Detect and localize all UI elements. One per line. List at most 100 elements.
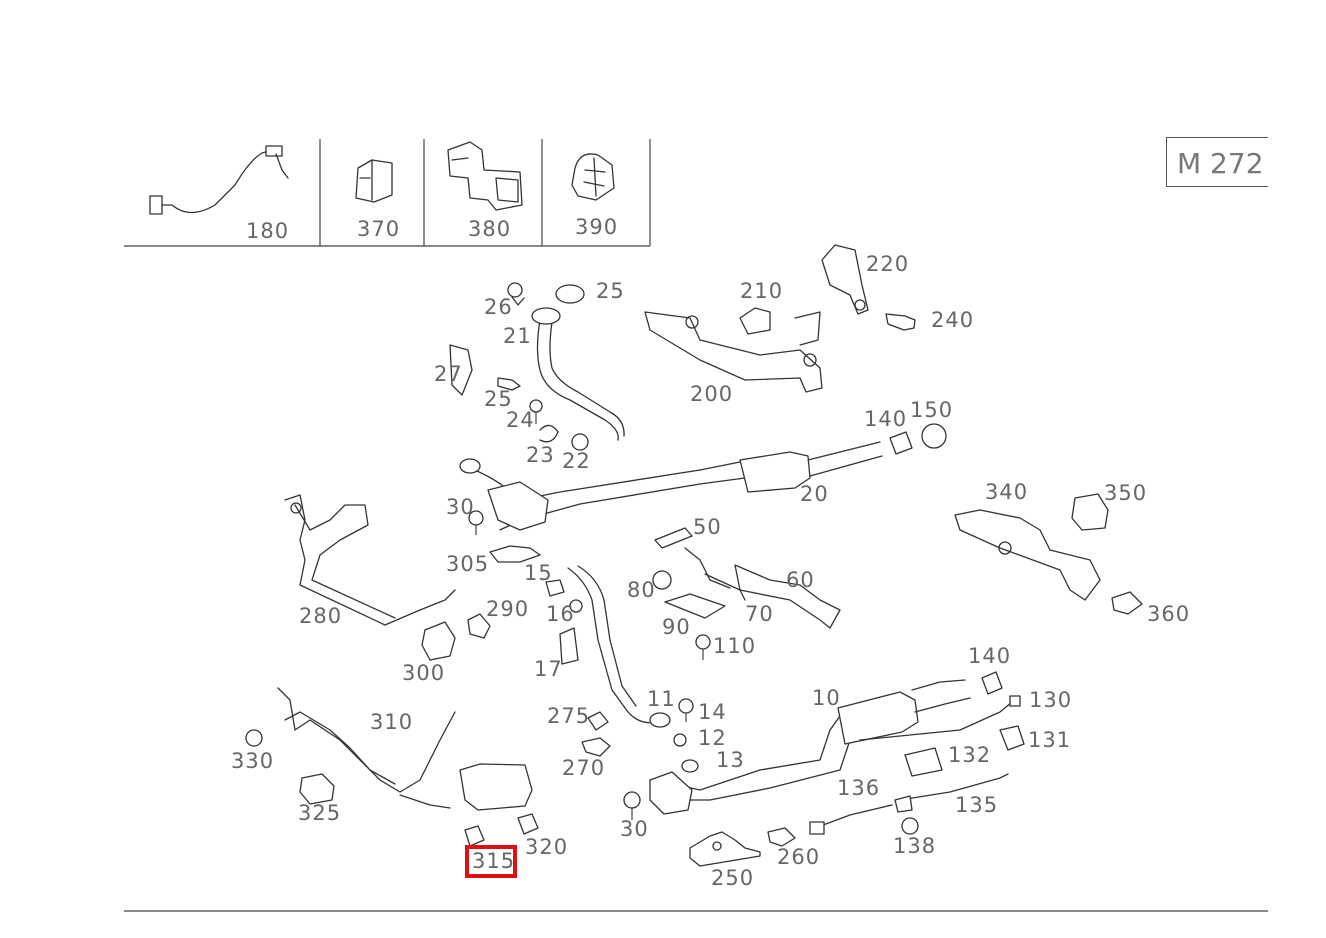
ring-22[interactable]: [571, 433, 589, 451]
label-10[interactable]: 10: [812, 686, 841, 710]
label-360[interactable]: 360: [1147, 602, 1191, 626]
gasket-90[interactable]: [664, 593, 726, 619]
bolt-330[interactable]: [245, 729, 263, 747]
label-275[interactable]: 275: [547, 704, 591, 728]
bracket-370[interactable]: [355, 159, 393, 203]
label-80[interactable]: 80: [627, 578, 656, 602]
bracket-325[interactable]: [299, 773, 335, 805]
bolt-240[interactable]: [885, 313, 916, 331]
label-200[interactable]: 200: [690, 382, 734, 406]
label-350[interactable]: 350: [1104, 481, 1148, 505]
bracket-380[interactable]: [447, 141, 523, 211]
label-90[interactable]: 90: [662, 615, 691, 639]
label-340[interactable]: 340: [985, 480, 1029, 504]
label-16[interactable]: 16: [546, 602, 575, 626]
label-20[interactable]: 20: [800, 482, 829, 506]
label-390[interactable]: 390: [575, 215, 619, 239]
label-220[interactable]: 220: [866, 252, 910, 276]
label-135[interactable]: 135: [955, 793, 999, 817]
label-250[interactable]: 250: [711, 866, 755, 890]
bracket-340[interactable]: [954, 509, 1101, 601]
bracket-27[interactable]: [449, 344, 473, 396]
bracket-70[interactable]: [704, 573, 746, 601]
label-70[interactable]: 70: [745, 602, 774, 626]
clip-315[interactable]: [464, 825, 485, 847]
label-270[interactable]: 270: [562, 756, 606, 780]
label-130[interactable]: 130: [1029, 688, 1073, 712]
bolt-24[interactable]: [529, 399, 543, 424]
label-370[interactable]: 370: [357, 217, 401, 241]
label-23[interactable]: 23: [526, 443, 555, 467]
catalytic-converter-10[interactable]: [649, 679, 971, 815]
label-50[interactable]: 50: [693, 515, 722, 539]
label-325[interactable]: 325: [298, 801, 342, 825]
clamp-210[interactable]: [739, 307, 771, 335]
label-14[interactable]: 14: [698, 700, 727, 724]
catalytic-converter-20[interactable]: [459, 441, 883, 531]
label-300[interactable]: 300: [402, 661, 446, 685]
label-138[interactable]: 138: [893, 834, 937, 858]
bracket-17[interactable]: [559, 627, 579, 665]
sensor-135[interactable]: [894, 773, 1009, 813]
label-131[interactable]: 131: [1028, 728, 1072, 752]
label-24[interactable]: 24: [506, 408, 535, 432]
label-136[interactable]: 136: [837, 776, 881, 800]
label-25[interactable]: 25: [596, 279, 625, 303]
label-30b[interactable]: 30: [620, 817, 649, 841]
nut-12[interactable]: [673, 733, 687, 747]
nut-26[interactable]: [507, 282, 525, 306]
flange-11[interactable]: [649, 712, 671, 728]
bolt-110[interactable]: [695, 634, 711, 660]
bracket-280[interactable]: [284, 494, 456, 626]
sensor-136[interactable]: [809, 804, 893, 835]
gasket-16[interactable]: [545, 579, 583, 613]
label-150[interactable]: 150: [910, 398, 954, 422]
bracket-270[interactable]: [581, 737, 611, 757]
bracket-220[interactable]: [821, 244, 869, 315]
label-290[interactable]: 290: [486, 597, 530, 621]
label-17[interactable]: 17: [534, 657, 563, 681]
label-315[interactable]: 315: [472, 849, 516, 873]
clip-360[interactable]: [1111, 591, 1143, 615]
clip-260[interactable]: [767, 827, 796, 847]
label-26[interactable]: 26: [484, 295, 513, 319]
label-21[interactable]: 21: [503, 324, 532, 348]
gasket-25[interactable]: [555, 284, 585, 304]
label-11[interactable]: 11: [647, 687, 676, 711]
label-305[interactable]: 305: [446, 552, 490, 576]
label-27[interactable]: 27: [434, 362, 463, 386]
label-380[interactable]: 380: [468, 217, 512, 241]
clamp-140a[interactable]: [889, 431, 913, 455]
bolt-30b[interactable]: [623, 791, 641, 820]
bracket-290[interactable]: [467, 613, 491, 639]
label-260[interactable]: 260: [777, 845, 821, 869]
label-25b[interactable]: 25: [484, 387, 513, 411]
label-15[interactable]: 15: [524, 561, 553, 585]
oxygen-sensor-180[interactable]: [149, 145, 289, 215]
label-330[interactable]: 330: [231, 749, 275, 773]
label-12[interactable]: 12: [698, 726, 727, 750]
label-140a[interactable]: 140: [864, 407, 908, 431]
bracket-350[interactable]: [1071, 493, 1109, 531]
clip-320[interactable]: [517, 813, 539, 835]
bracket-132[interactable]: [904, 747, 943, 777]
label-30a[interactable]: 30: [446, 495, 475, 519]
label-110[interactable]: 110: [713, 634, 757, 658]
ring-150[interactable]: [921, 423, 947, 449]
label-310[interactable]: 310: [370, 710, 414, 734]
bracket-50[interactable]: [654, 527, 731, 589]
connector-131[interactable]: [999, 725, 1025, 751]
label-280[interactable]: 280: [299, 604, 343, 628]
clip-300[interactable]: [421, 621, 456, 661]
bracket-250[interactable]: [689, 831, 761, 867]
bracket-200[interactable]: [644, 311, 823, 393]
gasket-13[interactable]: [681, 759, 699, 773]
label-180[interactable]: 180: [246, 219, 290, 243]
label-22[interactable]: 22: [562, 449, 591, 473]
label-210[interactable]: 210: [740, 279, 784, 303]
bolt-14[interactable]: [678, 698, 694, 722]
clamp-23[interactable]: [539, 424, 559, 443]
sensor-305[interactable]: [489, 545, 541, 563]
front-pipe-21[interactable]: [531, 307, 625, 441]
bolt-30a[interactable]: [468, 510, 484, 535]
